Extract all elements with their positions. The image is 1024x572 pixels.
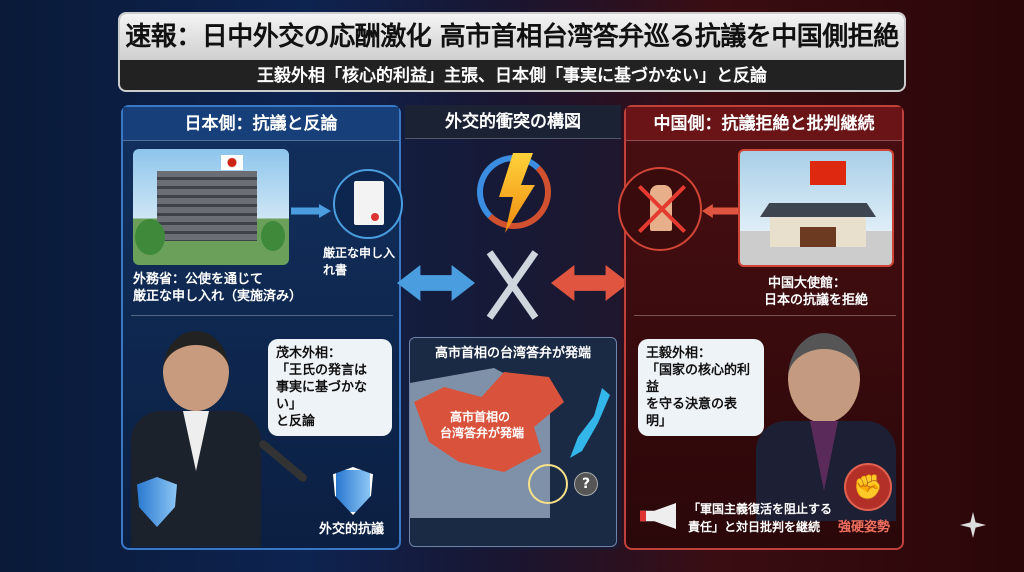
mofa-building-image xyxy=(133,149,289,265)
criticism-line-2: 責任」と対日批判を継続 xyxy=(688,520,821,534)
double-arrow-blue-icon xyxy=(397,265,475,301)
megaphone-icon xyxy=(640,503,676,529)
shield-label: 外交的抗議 xyxy=(319,522,385,537)
mofa-caption-1: 外務省：公使を通じて xyxy=(133,272,264,287)
embassy-caption-2: 日本の抗議を拒絶 xyxy=(764,293,869,308)
headline-subtitle: 王毅外相「核心的利益」主張、日本側「事実に基づかない」と反論 xyxy=(257,66,767,86)
east-asia-map: 高市首相の台湾答弁が発端 高市首相の 台湾答弁が発端 ? xyxy=(409,337,617,547)
question-mark-icon: ? xyxy=(574,472,598,496)
shield-icon xyxy=(333,467,373,515)
rejected-hand-icon xyxy=(618,167,702,251)
japan-panel-title: 日本側：抗議と反論 xyxy=(123,107,399,141)
map-title: 高市首相の台湾答弁が発端 xyxy=(434,346,591,361)
lightning-icon xyxy=(477,153,551,233)
map-label-2: 台湾答弁が発端 xyxy=(440,426,525,440)
conflict-panel: 外交的衝突の構図 高市首相の台湾答弁が発端 高市首相の 台湾答弁が発端 ? xyxy=(397,105,629,550)
quote-line: 「国家の核心的利益 xyxy=(646,363,751,395)
japan-flag-icon xyxy=(221,155,243,170)
quote-line: 事実に基づかない」 xyxy=(276,380,368,412)
raised-fist-icon: ✊ xyxy=(844,463,892,511)
crossed-swords-icon xyxy=(483,245,543,325)
quote-line: 「王氏の発言は xyxy=(276,363,368,378)
china-flag-icon xyxy=(810,161,846,185)
arrow-left-icon xyxy=(702,204,738,218)
microphone-icon xyxy=(257,438,309,484)
document-label: 厳正な申し入れ書 xyxy=(323,246,396,277)
chinese-embassy-image xyxy=(738,149,894,267)
embassy-caption-1: 中国大使館： xyxy=(768,276,847,291)
mofa-caption-2: 厳正な申し入れ（実施済み） xyxy=(133,289,303,304)
sparkle-icon xyxy=(960,512,986,538)
headline-banner: 速報：日中外交の応酬激化 高市首相台湾答弁巡る抗議を中国側拒絶 王毅外相「核心的… xyxy=(118,12,906,92)
arrow-right-icon xyxy=(291,204,331,218)
quote-line: 王毅外相： xyxy=(646,346,712,361)
headline-title: 速報：日中外交の応酬激化 高市首相台湾答弁巡る抗議を中国側拒絶 xyxy=(120,14,904,60)
japan-map-region xyxy=(570,388,610,458)
document-icon xyxy=(333,169,403,239)
japan-panel: 日本側：抗議と反論 厳正な申し入れ書 外務省：公使を通じて 厳正な申し入れ（実施… xyxy=(121,105,403,550)
quote-line: 茂木外相： xyxy=(276,346,342,361)
conflict-panel-title: 外交的衝突の構図 xyxy=(405,105,621,139)
criticism-line-1: 「軍国主義復活を阻止する xyxy=(688,502,833,516)
wang-yi-quote-bubble: 王毅外相： 「国家の核心的利益 を守る決意の表明」 xyxy=(638,339,764,436)
motegi-quote-bubble: 茂木外相： 「王氏の発言は 事実に基づかない」 と反論 xyxy=(268,339,392,436)
quote-line: を守る決意の表明」 xyxy=(646,397,738,429)
map-label-1: 高市首相の xyxy=(450,410,511,424)
taiwan-highlight-circle xyxy=(528,464,568,504)
china-panel-title: 中国側：抗議拒絶と批判継続 xyxy=(626,107,902,141)
double-arrow-red-icon xyxy=(551,265,629,301)
quote-line: と反論 xyxy=(276,414,316,429)
china-panel: 中国側：抗議拒絶と批判継続 中国大使館： 日本の抗議を拒絶 王毅外相： 「国家の… xyxy=(618,105,904,550)
stance-label: 強硬姿勢 xyxy=(838,520,891,535)
